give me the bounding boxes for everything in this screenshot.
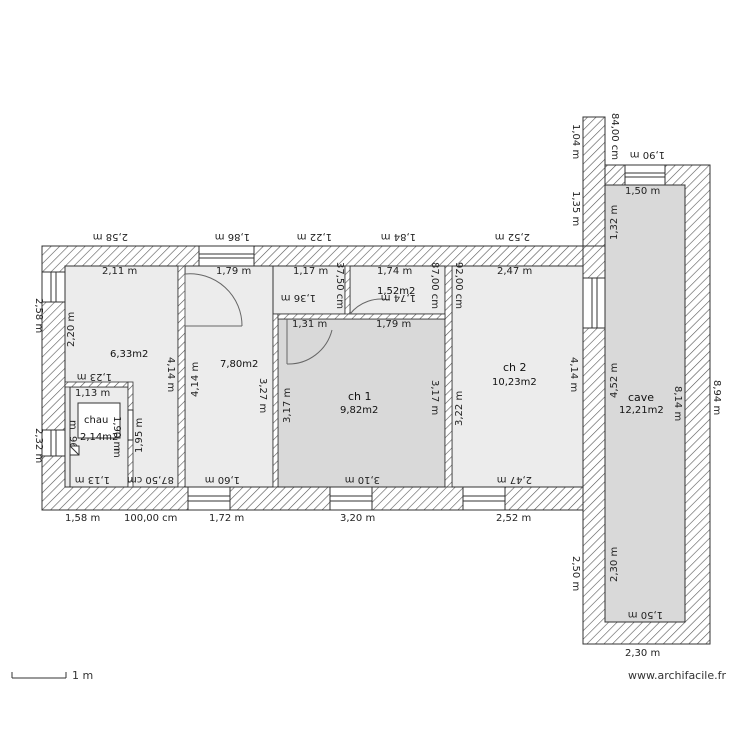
room-ch1-name: ch 1 bbox=[348, 390, 372, 403]
door-small bbox=[349, 298, 391, 315]
chau-inner bbox=[77, 402, 121, 439]
svg-text:3,10 m: 3,10 m bbox=[345, 474, 380, 485]
svg-text:1,50 m: 1,50 m bbox=[628, 609, 663, 620]
svg-text:1,35 m: 1,35 m bbox=[570, 191, 581, 226]
svg-text:2,11 m: 2,11 m bbox=[102, 266, 137, 277]
svg-text:3,17 m: 3,17 m bbox=[282, 388, 293, 423]
svg-text:1,23 m: 1,23 m bbox=[77, 371, 112, 382]
svg-text:4,14 m: 4,14 m bbox=[190, 362, 201, 397]
doors bbox=[184, 273, 391, 365]
svg-text:1,04 m: 1,04 m bbox=[570, 124, 581, 159]
window-bottom-hall bbox=[187, 486, 231, 511]
svg-text:4,14 m: 4,14 m bbox=[165, 357, 176, 392]
room-ch1 bbox=[277, 318, 446, 488]
room-hall-area: 7,80m2 bbox=[220, 359, 258, 370]
svg-text:1,86 m: 1,86 m bbox=[215, 231, 250, 242]
room-west-area: 6,33m2 bbox=[110, 349, 148, 360]
svg-text:8,94 m: 8,94 m bbox=[711, 380, 722, 415]
svg-text:2,32 m: 2,32 m bbox=[33, 428, 44, 463]
svg-text:3,20 m: 3,20 m bbox=[340, 513, 375, 524]
svg-text:1,74 m: 1,74 m bbox=[381, 292, 416, 303]
window-cave-top bbox=[624, 164, 666, 186]
svg-text:2,58 m: 2,58 m bbox=[33, 298, 44, 333]
room-ch1-area: 9,82m2 bbox=[340, 405, 378, 416]
svg-text:92,00 cm: 92,00 cm bbox=[453, 262, 464, 309]
svg-text:1,36 m: 1,36 m bbox=[281, 292, 316, 303]
dimension-labels: 2,58 m 1,86 m 1,22 m 1,84 m 2,52 m 2,11 … bbox=[33, 113, 722, 659]
boiler-fixture bbox=[69, 409, 134, 456]
svg-text:1,58 m: 1,58 m bbox=[65, 513, 100, 524]
svg-text:3,17 m: 3,17 m bbox=[429, 380, 440, 415]
door-ch1 bbox=[286, 319, 333, 365]
svg-text:m: m bbox=[67, 420, 78, 430]
watermark: www.archifacile.fr bbox=[628, 669, 726, 682]
scale-label: 1 m bbox=[72, 669, 93, 682]
svg-text:1,72 m: 1,72 m bbox=[209, 513, 244, 524]
windows bbox=[41, 164, 666, 511]
room-chau-name: chau bbox=[84, 415, 108, 426]
room-small-area: 1,52m2 bbox=[377, 286, 415, 297]
svg-text:1,13 m: 1,13 m bbox=[75, 388, 110, 399]
svg-text:1,50 m: 1,50 m bbox=[625, 186, 660, 197]
svg-text:2,30 m: 2,30 m bbox=[625, 648, 660, 659]
room-ch2-area: 10,23m2 bbox=[492, 377, 537, 388]
svg-text:37,50 cm: 37,50 cm bbox=[334, 262, 345, 309]
room-ch2-name: ch 2 bbox=[503, 361, 527, 374]
room-cave-area: 12,21m2 bbox=[619, 405, 664, 416]
svg-text:84,00 cm: 84,00 cm bbox=[609, 113, 620, 160]
svg-text:1,31 m: 1,31 m bbox=[292, 319, 327, 330]
svg-text:3,22 m: 3,22 m bbox=[454, 391, 465, 426]
svg-text:87,00 cm: 87,00 cm bbox=[429, 262, 440, 309]
svg-text:1,90 m: 1,90 m bbox=[630, 149, 665, 160]
room-chau-area: 2,14m2 bbox=[80, 432, 118, 443]
room-hall bbox=[184, 265, 274, 488]
svg-text:2,47 m: 2,47 m bbox=[497, 474, 532, 485]
svg-text:1,32 m: 1,32 m bbox=[609, 205, 620, 240]
svg-text:4,14 m: 4,14 m bbox=[568, 357, 579, 392]
door-hall bbox=[184, 273, 243, 327]
window-left-lower bbox=[41, 429, 66, 457]
svg-text:2,50 m: 2,50 m bbox=[570, 556, 581, 591]
svg-text:1,60 m: 1,60 m bbox=[205, 474, 240, 485]
svg-text:8,14 m: 8,14 m bbox=[672, 386, 683, 421]
svg-text:1,17 m: 1,17 m bbox=[293, 266, 328, 277]
window-bottom-ch2 bbox=[462, 486, 506, 511]
window-top-hall bbox=[198, 245, 255, 267]
window-bottom-ch1 bbox=[329, 486, 373, 511]
window-ch2-cave bbox=[582, 277, 606, 329]
svg-text:2,47 m: 2,47 m bbox=[497, 266, 532, 277]
window-left-upper bbox=[41, 271, 66, 303]
svg-text:2,20 m: 2,20 m bbox=[66, 312, 77, 347]
svg-text:87,50 cm: 87,50 cm bbox=[127, 474, 174, 485]
svg-text:96: 96 bbox=[67, 436, 78, 449]
svg-text:1,90 m: 1,90 m bbox=[111, 416, 122, 451]
svg-text:1,74 m: 1,74 m bbox=[377, 266, 412, 277]
svg-text:m: m bbox=[111, 448, 122, 458]
svg-text:1,79 m: 1,79 m bbox=[216, 266, 251, 277]
svg-text:2,52 m: 2,52 m bbox=[495, 231, 530, 242]
svg-text:2,30 m: 2,30 m bbox=[609, 547, 620, 582]
room-cave bbox=[604, 184, 686, 623]
svg-text:2,58 m: 2,58 m bbox=[93, 231, 128, 242]
svg-text:3,27 m: 3,27 m bbox=[257, 378, 268, 413]
svg-text:1,84 m: 1,84 m bbox=[381, 231, 416, 242]
svg-text:1,79 m: 1,79 m bbox=[376, 319, 411, 330]
room-cave-name: cave bbox=[628, 391, 654, 404]
rooms bbox=[64, 184, 686, 623]
svg-text:1,22 m: 1,22 m bbox=[297, 231, 332, 242]
svg-text:1,95 m: 1,95 m bbox=[134, 418, 145, 453]
room-labels: 6,33m2 7,80m2 1,52m2 ch 1 9,82m2 ch 2 10… bbox=[80, 286, 664, 443]
svg-text:1,13 m: 1,13 m bbox=[75, 474, 110, 485]
svg-text:4,52 m: 4,52 m bbox=[609, 363, 620, 398]
svg-text:100,00 cm: 100,00 cm bbox=[124, 513, 177, 524]
scale-bar: 1 m bbox=[11, 669, 93, 682]
room-ch2 bbox=[451, 265, 584, 488]
svg-text:2,52 m: 2,52 m bbox=[496, 513, 531, 524]
